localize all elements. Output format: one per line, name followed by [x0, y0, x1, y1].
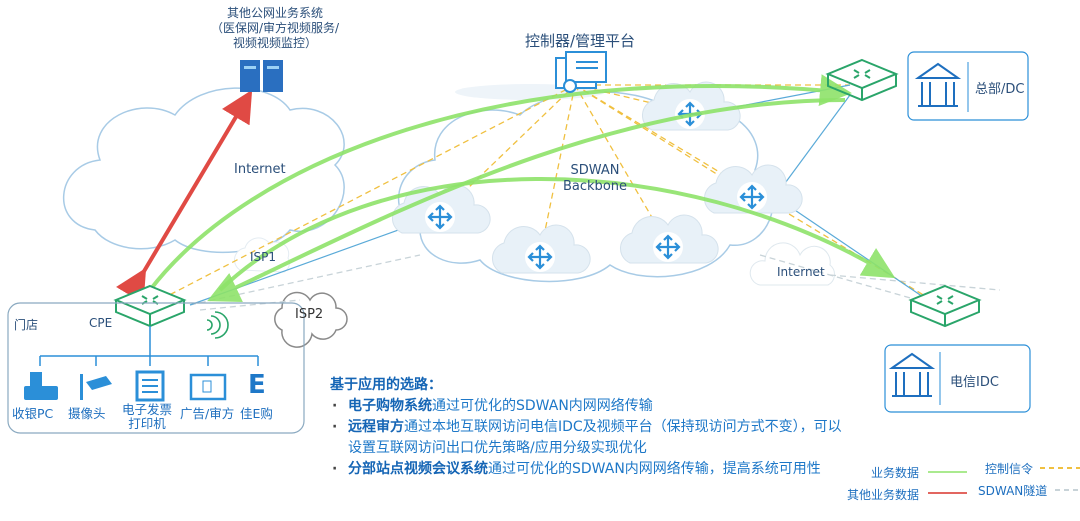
printer-icon [135, 370, 165, 402]
backbone-label-line2: Backbone [563, 179, 628, 194]
wifi-icon [206, 311, 229, 339]
cash-register-icon [24, 372, 58, 400]
note-item: 远程审方通过本地互联网访问电信IDC及视频平台（保持现访问方式不变），可以设置互… [330, 417, 850, 459]
backbone-label: SDWAN Backbone [563, 163, 627, 195]
note-text: 通过可优化的SDWAN内网网络传输 [432, 398, 653, 414]
legend-control: 控制信令 [985, 462, 1034, 476]
store-box [7, 302, 305, 434]
note-bold: 远程审方 [348, 419, 404, 435]
building-icon [914, 62, 962, 107]
business-flow-idc [218, 177, 896, 292]
public-systems-line2: （医保网/审方视频服务/ [210, 21, 340, 35]
idc-router-icon [910, 285, 980, 327]
note-item: 分部站点视频会议系统通过可优化的SDWAN内网网络传输，提高系统可用性 [330, 459, 850, 480]
note-bold: 电子购物系统 [348, 398, 432, 414]
notes-heading: 基于应用的选路： [330, 377, 442, 393]
note-bold: 分部站点视频会议系统 [348, 461, 488, 477]
hq-router-icon [827, 59, 897, 101]
internet-label: Internet [234, 162, 286, 177]
backbone-label-line1: SDWAN [570, 163, 620, 178]
building-icon [888, 352, 936, 397]
isp1-label: ISP1 [250, 250, 277, 264]
store-label: 门店 [14, 318, 39, 332]
public-systems-line3: 视频视频监控） [232, 36, 317, 50]
device-label-camera: 摄像头 [68, 406, 106, 421]
hq-label: 总部/DC [975, 82, 1025, 97]
routing-notes: 基于应用的选路： 电子购物系统通过可优化的SDWAN内网网络传输 远程审方通过本… [330, 375, 850, 480]
business-flow-return [207, 98, 846, 302]
device-label-screen: 广告/审方 [180, 406, 235, 421]
controller-title: 控制器/管理平台 [525, 32, 636, 50]
legend-tunnel: SDWAN隧道 [978, 484, 1048, 498]
legend-other: 其他业务数据 [847, 488, 920, 502]
device-label-printer-line1: 电子发票 [122, 402, 173, 417]
public-systems-title: 其他公网业务系统 [226, 6, 323, 20]
camera-icon [80, 374, 112, 400]
other-flow [116, 89, 253, 304]
isp2-label: ISP2 [295, 307, 324, 322]
idc-label: 电信IDC [950, 375, 999, 390]
device-label-printer-line2: 打印机 [128, 416, 166, 431]
note-text: 通过可优化的SDWAN内网网络传输，提高系统可用性 [488, 461, 821, 477]
controller-icon [555, 51, 607, 93]
legend-business: 业务数据 [871, 466, 920, 480]
internet-right-label: Internet [777, 265, 825, 279]
device-label-ego: 佳E购 [240, 406, 273, 421]
isp2-cloud [274, 291, 348, 348]
device-label-printer: 电子发票 打印机 [122, 403, 172, 431]
device-label-cash: 收银PC [12, 406, 54, 421]
cpe-label: CPE [89, 316, 113, 330]
server-icon [240, 60, 283, 92]
e-icon: E [248, 370, 266, 400]
note-item: 电子购物系统通过可优化的SDWAN内网网络传输 [330, 396, 850, 417]
public-systems-label: 其他公网业务系统 （医保网/审方视频服务/ 视频视频监控） [170, 6, 380, 51]
note-text: 通过本地互联网访问电信IDC及视频平台（保持现访问方式不变），可以设置互联网访问… [348, 419, 842, 456]
screen-icon [189, 373, 227, 401]
